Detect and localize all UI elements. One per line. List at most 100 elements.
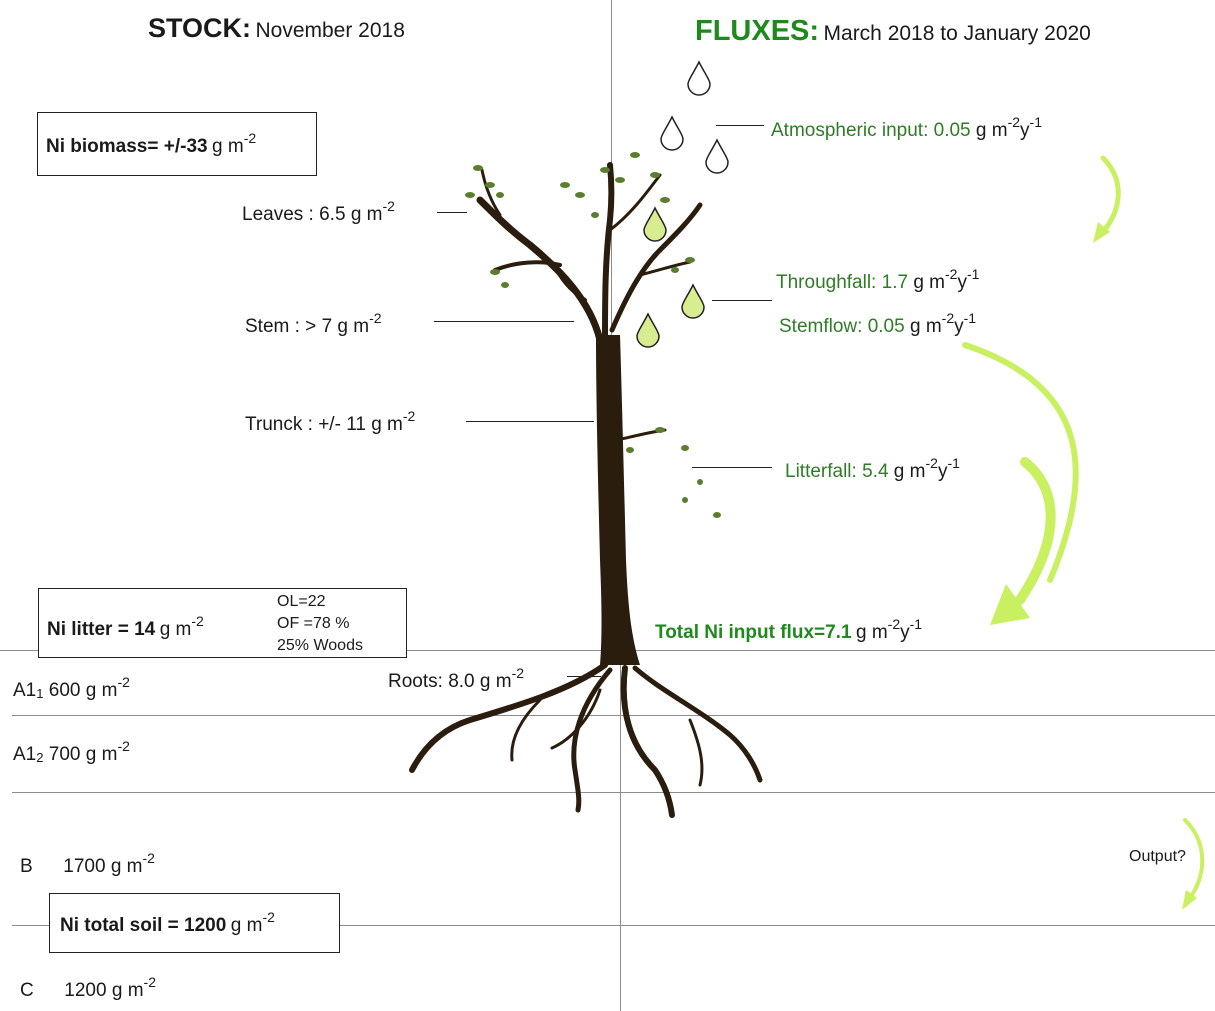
horizon-a11-sub: 1 bbox=[36, 686, 44, 701]
trunk-exp: -2 bbox=[402, 408, 416, 424]
litterfall-flux: Litterfall: 5.4 g m-2y-1 bbox=[785, 455, 960, 483]
leaves-value: 6.5 bbox=[319, 204, 346, 225]
atmospheric-leader bbox=[716, 125, 764, 126]
litterfall-name: Litterfall: bbox=[785, 461, 857, 482]
stock-heading: STOCK: November 2018 bbox=[148, 13, 405, 44]
horizon-divider-a11-a12 bbox=[12, 715, 1215, 716]
total-flux-exp1: -2 bbox=[887, 616, 901, 632]
soil-total-box: Ni total soil = 1200 g m-2 bbox=[49, 893, 340, 953]
litterfall-y: y bbox=[937, 461, 948, 482]
horizon-a12-exp: -2 bbox=[117, 738, 130, 754]
leaves-label: Leaves : 6.5 g m-2 bbox=[242, 198, 395, 226]
throughfall-exp1: -2 bbox=[945, 266, 958, 282]
litter-woods: 25% Woods bbox=[277, 637, 363, 654]
litter-box: Ni litter = 14 g m-2 OL=22 OF =78 % 25% … bbox=[38, 588, 407, 658]
trunk-label: Trunck : +/- 11 g m-2 bbox=[245, 408, 415, 436]
stem-name: Stem : > bbox=[245, 316, 317, 337]
fluxes-heading: FLUXES: March 2018 to January 2020 bbox=[695, 15, 1091, 48]
roots-unit: g m bbox=[479, 671, 512, 692]
horizon-b-value: 1700 bbox=[63, 856, 106, 877]
roots-value: 8.0 bbox=[448, 671, 475, 692]
tree-roots bbox=[409, 662, 763, 818]
trunk-value: 11 bbox=[346, 414, 366, 435]
throughfall-exp2: -1 bbox=[966, 266, 980, 282]
fluxes-date: March 2018 to January 2020 bbox=[823, 22, 1091, 45]
output-label: Output? bbox=[1129, 848, 1186, 865]
horizon-c-name: C bbox=[20, 980, 34, 1001]
litter-text: Ni litter = 14 g m-2 bbox=[47, 613, 204, 641]
litterfall-value: 5.4 bbox=[862, 461, 889, 482]
horizon-c: C 1200 g m-2 bbox=[20, 974, 156, 1002]
litter-of: OF =78 % bbox=[277, 615, 350, 632]
flux-arrows bbox=[962, 155, 1205, 910]
throughfall-arrow bbox=[962, 342, 1079, 583]
stemflow-value: 0.05 bbox=[867, 316, 905, 337]
throughfall-unit: g m bbox=[913, 272, 946, 293]
stem-unit: g m bbox=[337, 316, 370, 337]
trunk-name: Trunck : +/- bbox=[245, 414, 341, 435]
leaves-exp: -2 bbox=[382, 198, 395, 214]
horizon-a11-value: 600 bbox=[48, 680, 81, 701]
stemflow-exp2: -1 bbox=[963, 310, 977, 326]
throughfall-y: y bbox=[957, 272, 967, 293]
stock-title: STOCK: bbox=[148, 13, 252, 43]
horizon-b-exp: -2 bbox=[142, 850, 155, 866]
roots-leader bbox=[567, 676, 601, 677]
horizon-b-unit: g m bbox=[110, 856, 143, 877]
horizon-a11-name: A1 bbox=[13, 680, 37, 701]
atmospheric-y: y bbox=[1020, 120, 1030, 141]
total-flux-unit: g m bbox=[855, 622, 888, 643]
horizon-a12-sub: 2 bbox=[36, 750, 44, 765]
tree-leaves bbox=[465, 152, 721, 518]
trunk-unit: g m bbox=[371, 414, 403, 435]
fluxes-title: FLUXES: bbox=[695, 15, 820, 47]
roots-name: Roots: bbox=[388, 671, 443, 692]
throughfall-value: 1.7 bbox=[881, 272, 909, 293]
atmospheric-exp2: -1 bbox=[1029, 114, 1042, 130]
horizon-a12-unit: g m bbox=[85, 744, 118, 765]
stemflow-unit: g m bbox=[909, 316, 942, 337]
stemflow-name: Stemflow: bbox=[779, 316, 863, 337]
leaves-name: Leaves : bbox=[242, 204, 314, 225]
litter-unit: g m bbox=[159, 619, 192, 640]
horizon-a11: A11 600 g m-2 bbox=[13, 674, 130, 702]
soil-total-exp: -2 bbox=[262, 909, 275, 925]
stock-date: November 2018 bbox=[255, 19, 405, 42]
stemflow-exp1: -2 bbox=[941, 310, 955, 326]
rain-drops bbox=[660, 60, 729, 174]
biomass-text: Ni biomass= +/-33 g m-2 bbox=[46, 130, 256, 158]
tree-branches bbox=[476, 162, 703, 442]
atmospheric-flux: Atmospheric input: 0.05 g m-2y-1 bbox=[771, 114, 1042, 142]
litterfall-exp2: -1 bbox=[947, 455, 960, 471]
total-flux: Total Ni input flux=7.1 g m-2y-1 bbox=[655, 616, 922, 644]
atmospheric-name: Atmospheric input: bbox=[771, 120, 929, 141]
horizon-a11-exp: -2 bbox=[117, 674, 130, 690]
trunk-leader bbox=[466, 421, 594, 422]
biomass-label: Ni biomass= +/-33 bbox=[46, 136, 208, 157]
total-flux-exp2: -1 bbox=[909, 616, 923, 632]
soil-total-unit: g m bbox=[230, 915, 263, 936]
horizon-divider-a12-b bbox=[12, 792, 1215, 793]
atmospheric-arrow bbox=[1099, 155, 1121, 236]
roots-exp: -2 bbox=[511, 665, 525, 681]
atmospheric-value: 0.05 bbox=[933, 120, 971, 141]
horizon-b: B 1700 g m-2 bbox=[20, 850, 155, 878]
total-flux-label: Total Ni input flux=7.1 bbox=[655, 622, 852, 643]
litterfall-arrow bbox=[1015, 457, 1056, 605]
horizon-a11-unit: g m bbox=[85, 680, 118, 701]
biomass-box: Ni biomass= +/-33 g m-2 bbox=[37, 112, 317, 176]
stem-value: 7 bbox=[321, 316, 333, 337]
stemflow-flux: Stemflow: 0.05 g m-2y-1 bbox=[779, 310, 976, 338]
roots-label: Roots: 8.0 g m-2 bbox=[388, 665, 524, 693]
throughfall-leader bbox=[712, 300, 772, 301]
horizon-a12: A12 700 g m-2 bbox=[13, 738, 130, 766]
leaves-unit: g m bbox=[350, 204, 383, 225]
stem-leader bbox=[434, 321, 574, 322]
leaves-leader bbox=[437, 212, 467, 213]
stem-exp: -2 bbox=[369, 310, 382, 326]
atmospheric-exp1: -2 bbox=[1007, 114, 1021, 130]
horizon-c-value: 1200 bbox=[64, 980, 107, 1001]
horizon-c-unit: g m bbox=[111, 980, 144, 1001]
soil-total-label: Ni total soil = 1200 bbox=[60, 915, 227, 936]
